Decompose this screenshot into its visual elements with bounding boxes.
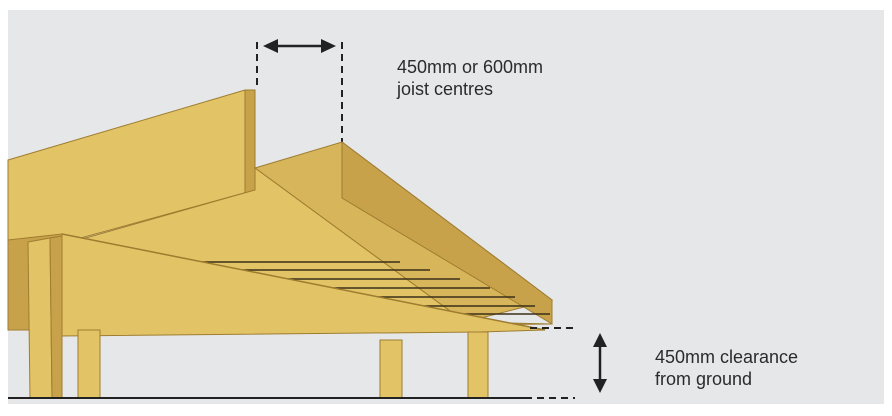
clearance-label: 450mm clearance from ground xyxy=(655,346,798,390)
joist-spacing-label: 450mm or 600mm joist centres xyxy=(397,56,543,100)
joist-spacing-dimension xyxy=(256,39,343,142)
clearance-dimension xyxy=(525,327,607,399)
post-right xyxy=(467,331,489,399)
support-posts xyxy=(27,235,489,399)
joist-spacing-line1: 450mm or 600mm xyxy=(397,57,544,77)
rim-joist-end xyxy=(244,89,256,197)
arrowhead-right-icon xyxy=(321,39,336,53)
post-left-side xyxy=(49,235,63,399)
clearance-line2: from ground xyxy=(655,369,753,389)
joist-spacing-line2: joist centres xyxy=(397,79,494,99)
post-middle-left xyxy=(77,329,101,399)
arrowhead-up-icon xyxy=(593,333,607,347)
bearer-beam-edge xyxy=(61,233,546,331)
arrowhead-down-icon xyxy=(593,379,607,393)
clearance-line1: 450mm clearance xyxy=(655,347,799,367)
post-left xyxy=(27,237,53,399)
back-rim-joist xyxy=(7,89,256,259)
post-middle-right xyxy=(379,339,403,399)
arrowhead-left-icon xyxy=(263,39,278,53)
bearer-beam xyxy=(7,233,546,337)
